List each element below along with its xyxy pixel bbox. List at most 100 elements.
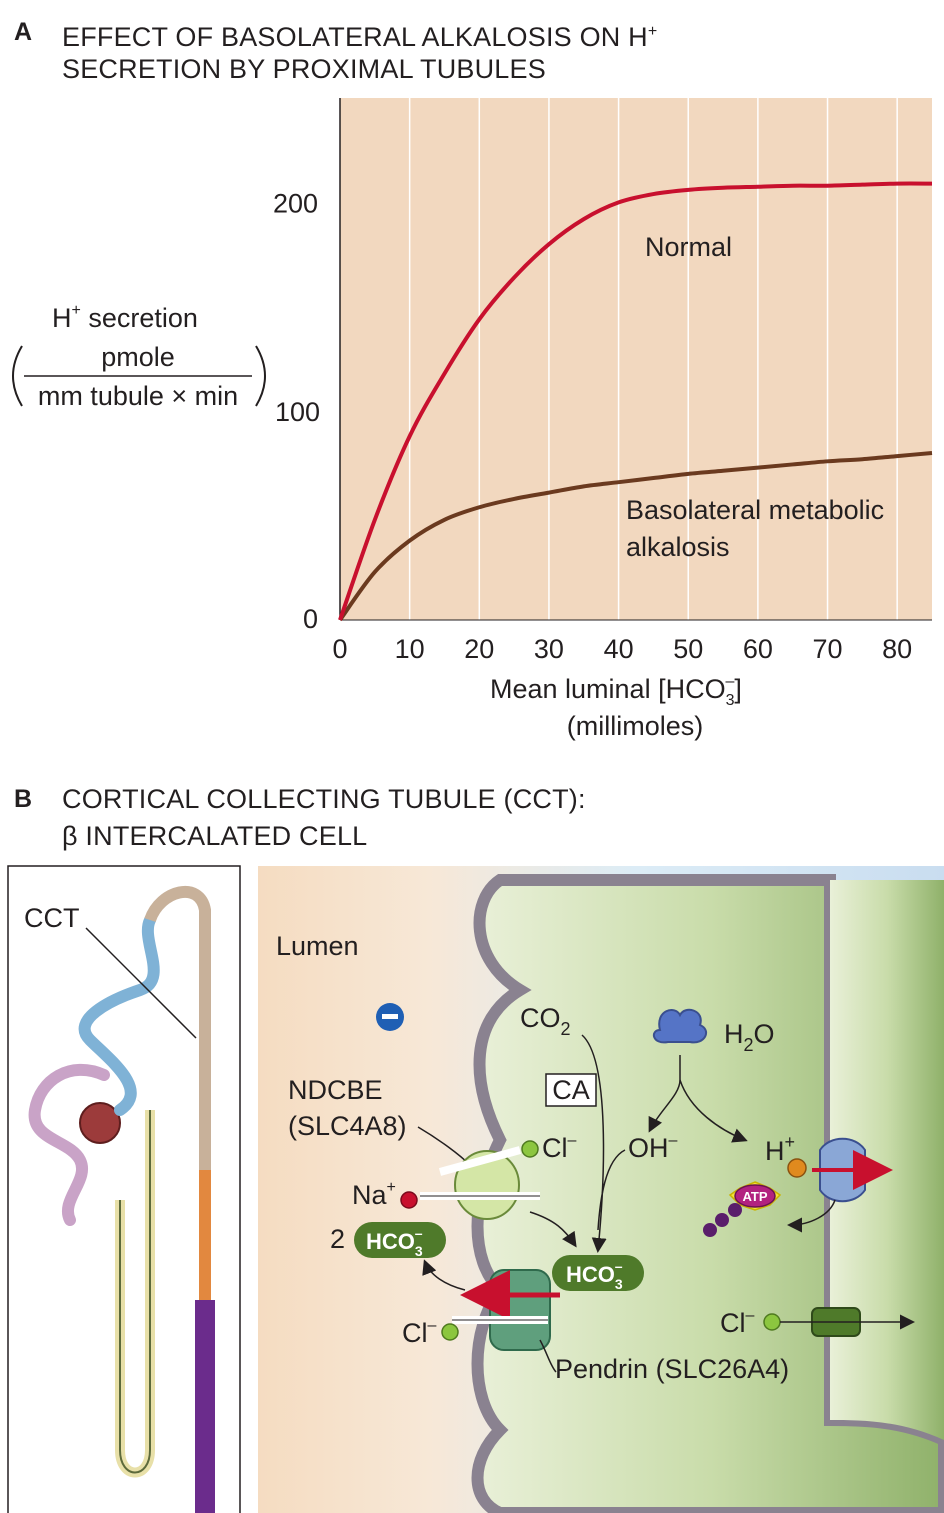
x-title-post: ] [734,674,742,704]
distal-tubule-segment [78,914,160,1116]
ca-label: CA [552,1075,590,1105]
hco3-text-1: HCO [366,1229,415,1254]
y-axis-title: H+ secretion [52,302,198,333]
series-label-alkalosis-line2: alkalosis [626,532,730,562]
x-tick-label: 0 [332,634,347,664]
cl-sup-2: – [428,1317,437,1334]
ndcbe-label-line1: NDCBE [288,1075,383,1105]
panel-a-title-text: EFFECT OF BASOLATERAL ALKALOSIS ON H [62,22,648,52]
atp-hydrolysis-arrow [787,1199,836,1233]
lumen-label: Lumen [276,931,359,961]
hco3-pill-lumen [354,1222,446,1258]
co2-to-hco3-arrow [581,1034,607,1253]
na-label: Na+ [352,1179,396,1210]
x-tick-label: 50 [673,634,703,664]
h2o-o: O [754,1019,775,1049]
cl-label-ndcbe: Cl– [542,1132,577,1163]
hco3-count-label: 2 [330,1224,345,1254]
x-tick-label: 80 [882,634,912,664]
series-label-alkalosis-line1: Basolateral metabolic [626,495,884,525]
h2o-to-h-arrow [679,1079,748,1143]
oh-text: OH [628,1133,669,1163]
hco3-text-2: HCO [566,1262,615,1287]
co2-text: CO [520,1003,561,1033]
cct-leader-line [85,927,197,1039]
panel-a-title-line2: SECRETION BY PROXIMAL TUBULES [62,54,546,84]
loop-of-henle-outline [119,1110,151,1474]
h-plus-text: H [765,1136,785,1166]
x-axis-title: Mean luminal [HCO3–] [490,673,742,709]
cl-sup-3: – [746,1307,755,1324]
y-unit-numerator: pmole [101,342,175,372]
panel-b-letter: B [14,785,33,813]
y-tick-labels: 0 100 200 [273,188,320,634]
panel-a-letter: A [14,18,33,46]
x-tick-label: 20 [464,634,494,664]
y-unit-denominator: mm tubule × min [38,381,238,411]
h2o-sub: 2 [744,1035,754,1055]
y-title-rest: secretion [81,303,198,333]
atp-label: ATP [742,1189,767,1204]
na-text: Na [352,1180,387,1210]
oh-to-hco3-line [597,1149,626,1231]
pendrin-to-lumen-hco3-arrow [422,1259,466,1291]
panel-a-title-line1: EFFECT OF BASOLATERAL ALKALOSIS ON H+ [62,14,657,55]
co2-label: CO2 [520,1003,571,1039]
cl-sup-1: – [568,1132,577,1149]
cl-ion-basolateral-icon [763,1313,781,1331]
panel-b-title-line2: β INTERCALATED CELL [62,821,368,851]
pendrin-label: Pendrin (SLC26A4) [555,1354,789,1384]
hco3-sub-2: 3 [615,1276,623,1292]
x-tick-label: 30 [534,634,564,664]
cl-label-basolateral: Cl– [720,1307,755,1338]
y-tick-label: 0 [303,604,318,634]
x-axis-title-line2: (millimoles) [567,711,704,741]
na-ion-icon [400,1191,418,1209]
pendrin-leader-line [539,1339,557,1373]
hco3-label-cell: HCO3– [566,1258,623,1292]
carbonic-anhydrase-box [545,1073,597,1107]
x-tick-label: 70 [813,634,843,664]
y-title-sup: + [72,302,81,319]
nephron-illustration [28,886,215,1513]
cct-label: CCT [24,903,80,933]
cl-text-3: Cl [720,1308,746,1338]
pendrin-transporter [489,1269,551,1351]
h-plus-sup: + [785,1132,796,1152]
glomerulus [79,1102,121,1144]
connecting-tubule-segment [144,886,211,1170]
atp-icon [703,1181,782,1237]
y-tick-label: 100 [275,397,320,427]
panel-b-title-line1: CORTICAL COLLECTING TUBULE (CCT): [62,784,586,814]
h-plus-ion-icon [787,1158,807,1178]
series-line-alkalosis [338,450,933,622]
x-tick-label: 40 [604,634,634,664]
left-paren [12,345,23,407]
cl-text-1: Cl [542,1133,568,1163]
h2o-label: H2O [724,1019,775,1055]
y-tick-label: 200 [273,188,318,218]
x-title-sub: 3 [726,692,735,709]
cl-label-pendrin: Cl– [402,1317,437,1348]
hco3-label-lumen: HCO3– [366,1225,423,1259]
x-tick-label: 10 [395,634,425,664]
diagram-b: CCT Lumen CO2 H2O CA OH– H+ ATP NDCBE (S… [7,865,944,1513]
oh-sup: – [669,1132,678,1149]
y-title-h: H [52,303,72,333]
hco3-pill-cell [552,1255,644,1291]
hco3-sup-1: – [415,1225,423,1241]
co2-sub: 2 [561,1019,571,1039]
right-paren [255,345,266,407]
na-sup: + [387,1179,396,1196]
h-plus-label: H+ [765,1132,795,1166]
proximal-tubule-segment [28,1064,110,1226]
ndcbe-label-line2: (SLC4A8) [288,1111,407,1141]
h2o-h: H [724,1019,744,1049]
ndcbe-transporter [454,1150,520,1220]
ndcbe-cl-arrow [438,1146,522,1176]
series-line-normal [338,181,933,621]
cl-ion-ndcbe-icon [521,1140,539,1158]
